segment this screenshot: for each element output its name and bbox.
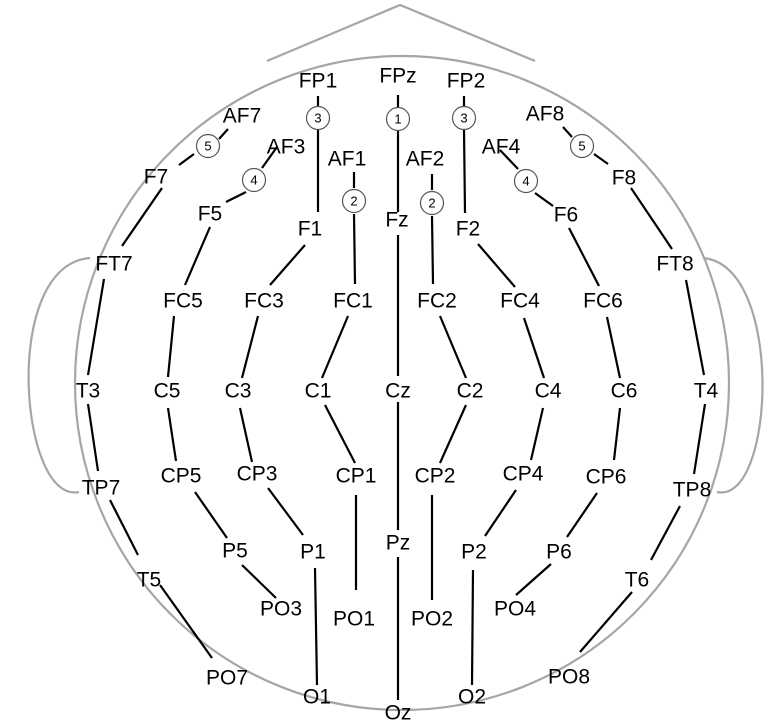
electrode-PO4: PO4 (494, 598, 536, 621)
electrode-T5: T5 (137, 569, 162, 592)
svg-text:3: 3 (460, 111, 467, 126)
chain-badge-3-right: 3 (451, 105, 477, 131)
nose (266, 3, 536, 63)
electrode-AF4: AF4 (482, 136, 521, 159)
right-ear (702, 256, 764, 494)
electrode-O2: O2 (458, 686, 486, 709)
electrode-TP8: TP8 (673, 479, 712, 502)
chain-badges: 1 2 2 3 3 4 4 5 5 (195, 105, 595, 216)
electrode-Oz: Oz (385, 702, 412, 725)
svg-text:4: 4 (522, 174, 529, 189)
electrode-labels: FP1 FPz FP2 AF7 AF3 AF1 AF2 AF4 AF8 F7 F… (76, 65, 719, 725)
electrode-T4: T4 (694, 380, 719, 403)
electrode-FC2: FC2 (417, 290, 457, 313)
electrode-F8: F8 (612, 167, 637, 190)
electrode-CP4: CP4 (503, 463, 544, 486)
electrode-C6: C6 (611, 380, 638, 403)
electrode-FPz: FPz (379, 65, 416, 88)
electrode-O1: O1 (303, 686, 331, 709)
electrode-F6: F6 (554, 204, 579, 227)
electrode-PO1: PO1 (333, 608, 375, 631)
electrode-C2: C2 (457, 380, 484, 403)
electrode-C3: C3 (225, 380, 252, 403)
electrode-PO2: PO2 (411, 608, 453, 631)
chain-line-2-right (430, 174, 468, 600)
left-ear (27, 256, 91, 494)
electrode-F5: F5 (198, 203, 223, 226)
electrode-CP1: CP1 (336, 465, 377, 488)
svg-text:5: 5 (204, 139, 211, 154)
chain-line-4-right (499, 149, 622, 596)
electrode-CP3: CP3 (237, 463, 278, 486)
electrode-CP6: CP6 (586, 466, 627, 489)
electrode-C5: C5 (154, 380, 181, 403)
electrode-FP1: FP1 (299, 70, 338, 93)
head-circle (73, 54, 731, 712)
chain-badge-2-left: 2 (341, 188, 367, 214)
electrode-FP2: FP2 (447, 70, 486, 93)
electrode-FT7: FT7 (95, 253, 132, 276)
electrode-CP5: CP5 (161, 465, 202, 488)
chain-line-3-left (238, 96, 320, 686)
electrode-AF7: AF7 (223, 105, 262, 128)
electrode-TP7: TP7 (82, 477, 121, 500)
electrode-P2: P2 (461, 541, 487, 564)
electrode-Pz: Pz (386, 532, 411, 555)
electrode-C1: C1 (305, 380, 332, 403)
electrode-PO3: PO3 (260, 598, 302, 621)
electrode-AF3: AF3 (267, 136, 306, 159)
electrode-FC3: FC3 (244, 290, 284, 313)
electrode-FC6: FC6 (583, 290, 623, 313)
electrode-P6: P6 (546, 541, 572, 564)
electrode-P1: P1 (300, 541, 326, 564)
chain-badge-2-right: 2 (419, 190, 445, 216)
electrode-AF2: AF2 (406, 148, 445, 171)
electrode-T6: T6 (625, 569, 650, 592)
electrode-F1: F1 (298, 218, 323, 241)
svg-text:2: 2 (428, 196, 435, 211)
electrode-FC1: FC1 (333, 290, 373, 313)
chain-badge-3-left: 3 (305, 105, 331, 131)
electrode-P5: P5 (222, 540, 248, 563)
svg-text:4: 4 (250, 173, 257, 188)
head-outline (27, 3, 764, 712)
chain-badge-5-left: 5 (195, 133, 221, 159)
svg-text:5: 5 (578, 139, 585, 154)
electrode-PO7: PO7 (206, 667, 248, 690)
electrode-FT8: FT8 (656, 253, 693, 276)
electrode-T3: T3 (76, 380, 101, 403)
electrode-CP2: CP2 (415, 465, 456, 488)
chain-lines (86, 95, 707, 700)
chain-badge-4-right: 4 (513, 168, 539, 194)
chain-line-4-left (166, 146, 278, 599)
electrode-C4: C4 (535, 380, 562, 403)
svg-text:3: 3 (314, 111, 321, 126)
electrode-F2: F2 (456, 218, 481, 241)
chain-line-2-left (320, 172, 358, 590)
chain-badge-1: 1 (385, 106, 411, 132)
svg-text:2: 2 (350, 194, 357, 209)
chain-line-3-right (462, 96, 546, 686)
electrode-FC4: FC4 (500, 290, 540, 313)
svg-text:1: 1 (394, 112, 401, 127)
electrode-PO8: PO8 (548, 666, 590, 689)
electrode-Cz: Cz (385, 380, 411, 403)
electrode-AF1: AF1 (328, 148, 367, 171)
electrode-AF8: AF8 (526, 103, 565, 126)
chain-badge-5-right: 5 (569, 133, 595, 159)
chain-badge-4-left: 4 (241, 167, 267, 193)
chain-line-5-left (86, 128, 229, 659)
electrode-F7: F7 (144, 166, 169, 189)
electrode-Fz: Fz (385, 209, 408, 232)
chain-line-5-right (562, 126, 707, 653)
electrode-FC5: FC5 (163, 290, 203, 313)
